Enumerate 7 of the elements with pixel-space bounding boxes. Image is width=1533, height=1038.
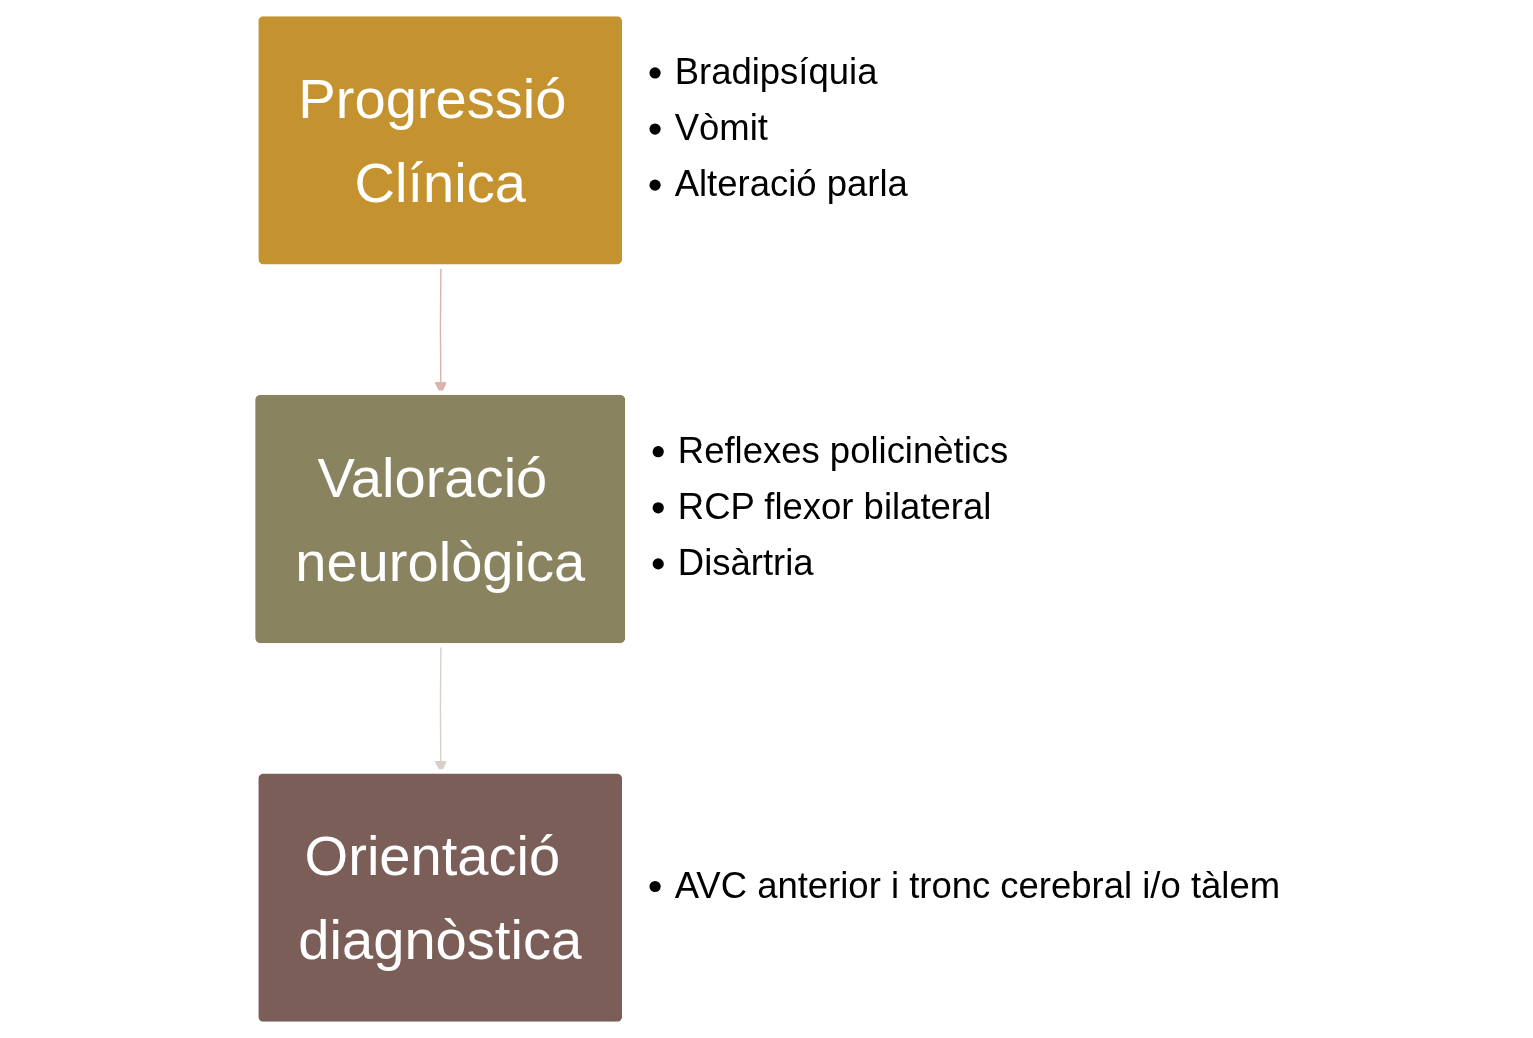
bullet-text: Vòmit [674,107,768,149]
bullet-text: Disàrtria [677,542,814,584]
bullet-text: RCP flexor bilateral [677,486,992,527]
bullet-text: Alteració parla [674,163,908,205]
bullet-text: Bradipsíquia [674,51,878,93]
bullet-text: Reflexes policinètics [677,429,1009,471]
bullet-text: AVC anterior i tronc cerebral i/o tàlem [674,864,1281,906]
